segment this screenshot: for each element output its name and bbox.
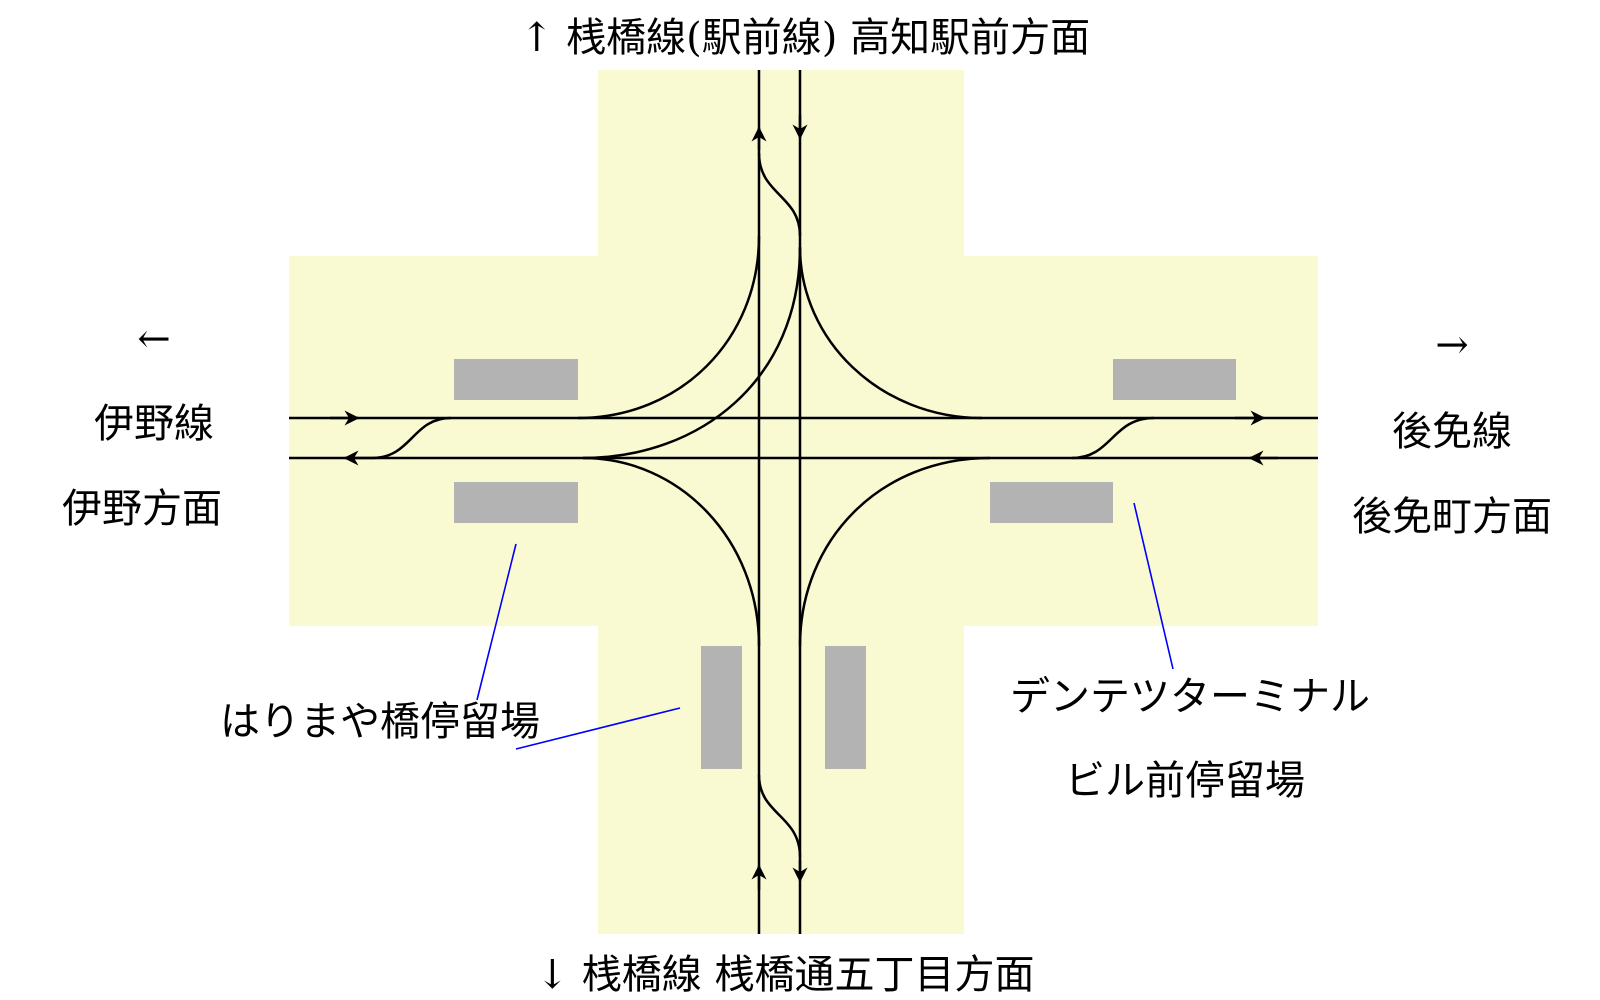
curve-n-to-w bbox=[582, 246, 802, 460]
platform-east-south bbox=[990, 482, 1113, 523]
east-line-label: 後免線 bbox=[1392, 409, 1512, 455]
crossover-east bbox=[1071, 416, 1155, 460]
curve-se bbox=[798, 456, 991, 647]
curve-nw bbox=[577, 235, 761, 420]
pointer-harimayabashi-south bbox=[515, 707, 681, 750]
road-area bbox=[289, 70, 1318, 934]
platform-east-north bbox=[1113, 359, 1236, 400]
pointer-dentetsu bbox=[1133, 502, 1174, 670]
dentetsu-stop-label-line2: ビル前停留場 bbox=[1065, 758, 1305, 804]
curve-ne bbox=[798, 246, 983, 420]
east-destination-label: 後免町方面 bbox=[1352, 494, 1552, 540]
crossover-north bbox=[757, 152, 802, 237]
crossover-south bbox=[757, 774, 802, 858]
west-line-label: 伊野線 bbox=[94, 401, 214, 447]
platform-west-north bbox=[454, 359, 578, 400]
harimayabashi-stop-label: はりまや橋停留場 bbox=[220, 699, 540, 745]
west-arrow: ← bbox=[137, 316, 171, 362]
north-direction-label: ↑ 桟橋線(駅前線) 高知駅前方面 bbox=[520, 15, 1090, 61]
pointer-harimayabashi-west bbox=[476, 543, 517, 701]
west-destination-label: 伊野方面 bbox=[62, 486, 222, 532]
dentetsu-stop-label-line1: デンテツターミナル bbox=[1010, 674, 1370, 720]
east-arrow: → bbox=[1435, 322, 1469, 368]
curve-sw bbox=[582, 456, 761, 647]
platform-west-south bbox=[454, 482, 578, 523]
platform-south-east bbox=[825, 646, 866, 769]
crossover-west bbox=[371, 416, 452, 460]
platform-south-west bbox=[701, 646, 742, 769]
south-direction-label: ↓ 桟橋線 桟橋通五丁目方面 bbox=[536, 952, 1035, 998]
